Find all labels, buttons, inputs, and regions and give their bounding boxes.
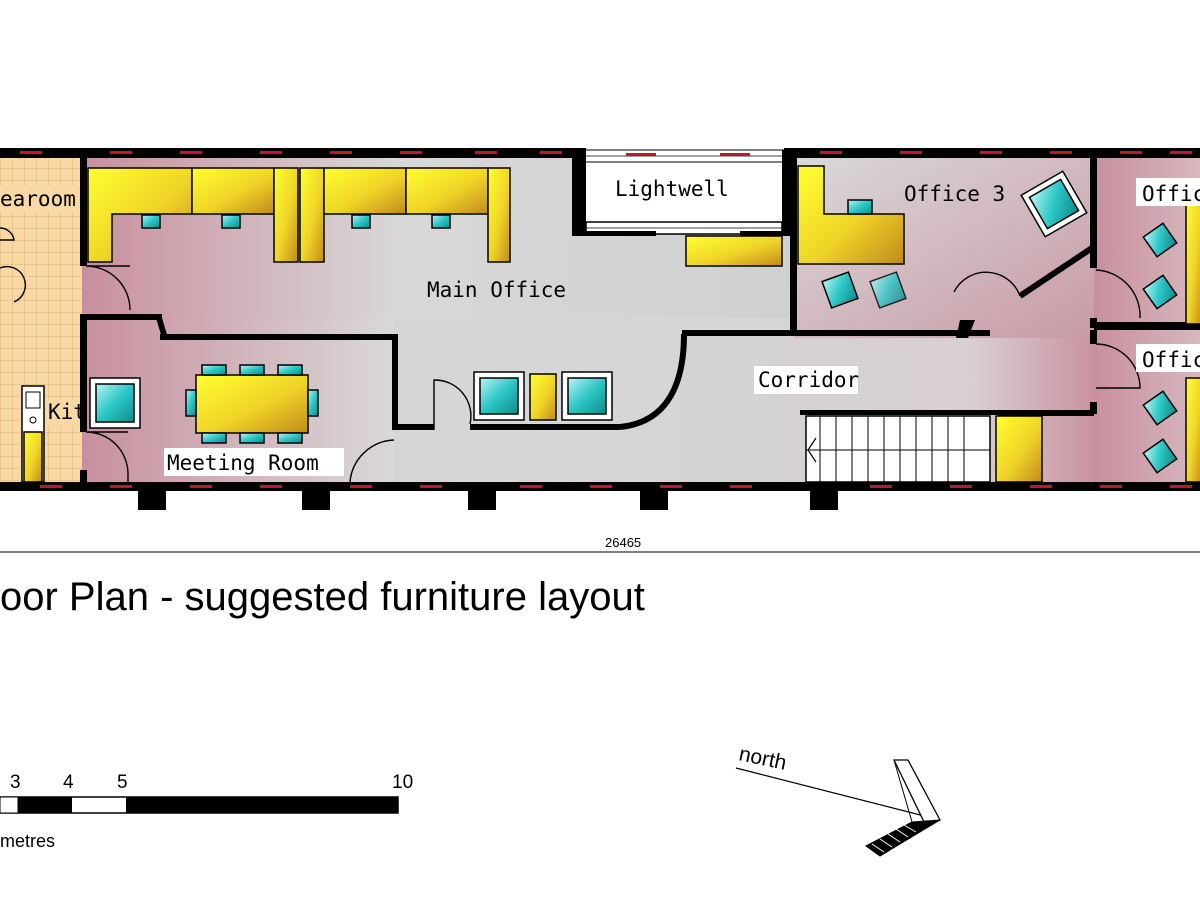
dimension-value: 26465: [605, 535, 641, 550]
corridor-cabinet: [995, 415, 1043, 483]
kitchen-unit: [23, 431, 43, 483]
office-chair: [351, 214, 371, 229]
armchair: [567, 377, 607, 415]
plan-title: oor Plan - suggested furniture layout: [0, 575, 645, 619]
door-swings: [0, 227, 1141, 483]
room-labels: earoom Kit Main Office Meeting Room Ligh…: [0, 177, 1200, 476]
workstation-desk: [191, 167, 275, 215]
armchair: [95, 383, 135, 423]
scale-tick-5: 5: [117, 772, 128, 793]
office-chair: [221, 214, 241, 229]
office-3-label: Office 3: [904, 182, 1005, 206]
right-office-desk: [1185, 195, 1200, 325]
office-chair: [141, 214, 161, 229]
lightwell-desk: [685, 235, 783, 267]
right-office-desk: [1185, 377, 1200, 483]
tearoom-label: earoom: [0, 187, 76, 211]
dimension-line: 26465: [0, 535, 1200, 553]
staircase: [805, 415, 991, 483]
north-arrow: north: [735, 742, 941, 857]
main-office-label: Main Office: [427, 278, 566, 302]
furniture: [21, 165, 1200, 483]
armchair: [479, 377, 519, 415]
workstation-divider: [299, 167, 325, 263]
office-3-desk: [797, 165, 905, 265]
office-top-right-label: Offic: [1142, 182, 1200, 206]
internal-walls: [80, 158, 1200, 484]
corridor-label: Corridor: [758, 368, 859, 392]
side-table: [529, 373, 557, 421]
scale-unit: metres: [0, 831, 55, 851]
meeting-room-label: Meeting Room: [167, 451, 319, 475]
scale-bar: 3 4 5 10 metres: [0, 772, 413, 851]
kitchen-label: Kit: [48, 400, 86, 424]
outer-walls: [0, 148, 1200, 510]
scale-tick-10: 10: [392, 772, 413, 793]
meeting-table: [195, 374, 309, 434]
workstation-divider: [487, 167, 511, 263]
workstation-desk: [405, 167, 489, 215]
workstation-desk: [323, 167, 407, 215]
office-chair: [847, 199, 873, 215]
lightwell: [572, 149, 792, 236]
workstation-divider: [273, 167, 299, 263]
office-bottom-right-label: Offic: [1142, 348, 1200, 372]
scale-tick-3: 3: [10, 772, 21, 793]
lightwell-floor: [586, 160, 782, 226]
office-chair: [431, 214, 451, 229]
lightwell-label: Lightwell: [615, 177, 729, 201]
scale-tick-4: 4: [63, 772, 74, 793]
